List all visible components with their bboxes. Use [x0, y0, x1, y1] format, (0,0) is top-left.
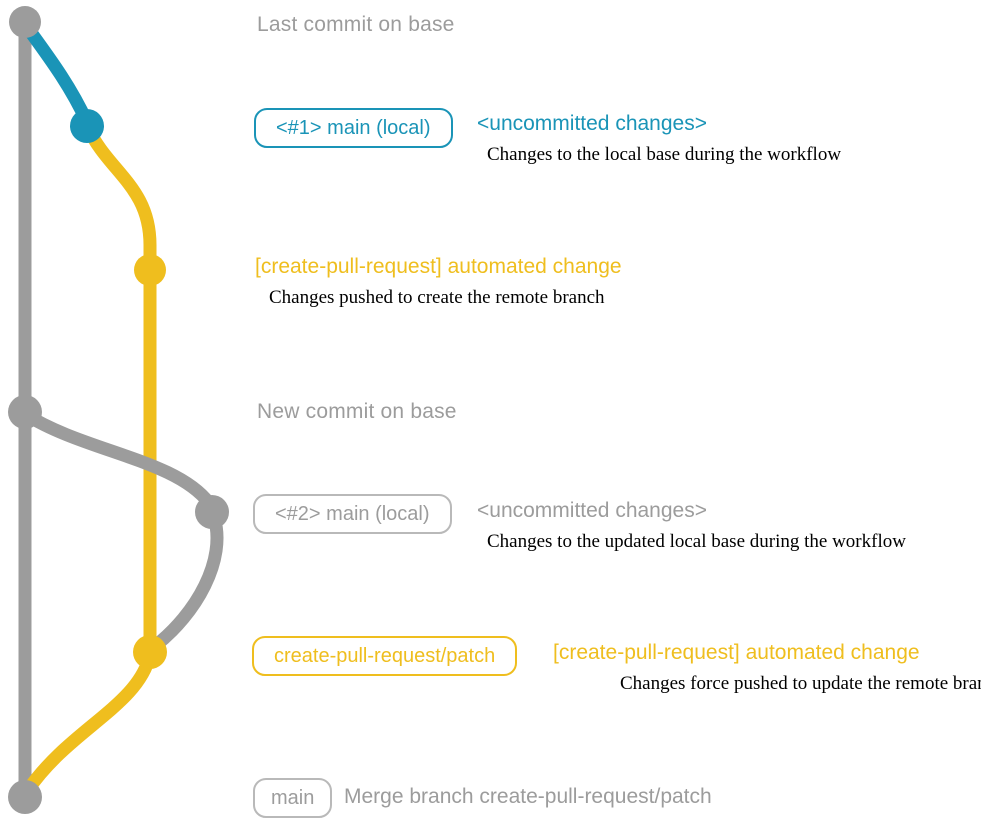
- commit-title-automated-1: [create-pull-request] automated change: [255, 255, 622, 278]
- commit-desc-uncommitted-2: Changes to the updated local base during…: [487, 531, 906, 552]
- updated-local-to-remote-line: [148, 510, 224, 653]
- branch-badge-main-local-2: <#2> main (local): [253, 494, 452, 534]
- branch-badge-create-pull-request-patch: create-pull-request/patch: [252, 636, 518, 676]
- commit-desc-automated-1: Changes pushed to create the remote bran…: [269, 287, 605, 308]
- commit-node-automated-change-1: [134, 254, 166, 286]
- commit-title-uncommitted-1: <uncommitted changes>: [477, 112, 707, 135]
- heading-last-commit: Last commit on base: [257, 13, 455, 36]
- commit-node-automated-change-2: [133, 635, 167, 669]
- branch-badge-main: main: [253, 778, 333, 818]
- commit-desc-automated-2: Changes force pushed to update the remot…: [620, 673, 981, 694]
- commit-node-local-main-2: [195, 495, 229, 529]
- commit-title-uncommitted-2: <uncommitted changes>: [477, 499, 707, 522]
- commit-node-new-base: [8, 395, 42, 429]
- commit-title-merge: Merge branch create-pull-request/patch: [344, 785, 712, 808]
- updated-local-branch-line: [18, 407, 216, 510]
- heading-new-commit: New commit on base: [257, 400, 457, 423]
- commit-desc-uncommitted-1: Changes to the local base during the wor…: [487, 144, 842, 165]
- local-main-branch-line: [20, 20, 94, 129]
- commit-node-merge: [8, 780, 42, 814]
- remote-branch-line: [80, 119, 157, 659]
- remote-branch-merge-line: [21, 648, 157, 797]
- commit-node-last-base: [9, 6, 41, 38]
- commit-title-automated-2: [create-pull-request] automated change: [553, 641, 920, 664]
- branch-badge-main-local-1: <#1> main (local): [254, 108, 453, 148]
- commit-node-local-main-1: [70, 109, 104, 143]
